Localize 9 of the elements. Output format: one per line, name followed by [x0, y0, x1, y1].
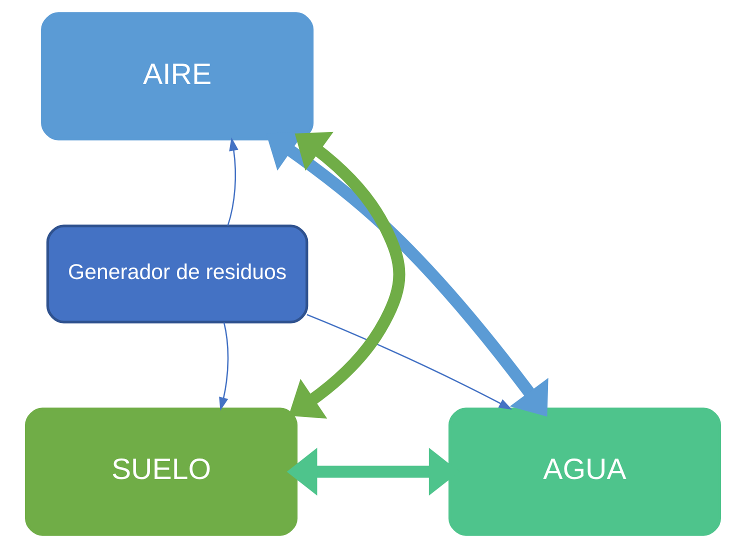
node-box: AGUA — [448, 408, 720, 536]
arrow — [218, 322, 228, 411]
arrow — [266, 131, 548, 417]
node-box: AIRE — [40, 12, 314, 140]
arrow — [288, 132, 405, 419]
node-box: SUELO — [24, 408, 298, 536]
arrow — [226, 137, 238, 226]
node-box: Generador de residuos — [46, 224, 308, 324]
arrow — [306, 314, 512, 410]
